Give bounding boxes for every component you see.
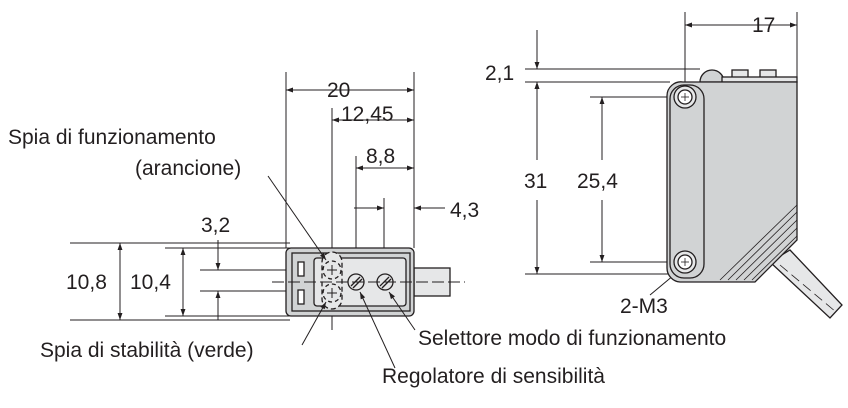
operation-led-color-label: (arancione) [135,157,242,180]
dim-20: 20 [327,79,351,102]
dim-25-4: 25,4 [577,170,618,193]
dim-4-3: 4,3 [450,199,480,222]
dim-10-4: 10,4 [130,271,171,294]
dim-17: 17 [752,14,776,37]
sensor-side-view [666,69,843,319]
screw-label: 2-M3 [620,295,668,318]
dim-10-8: 10,8 [66,271,107,294]
dim-12-45: 12,45 [341,103,394,126]
dim-8-8: 8,8 [366,145,396,168]
operation-led-label: Spia di funzionamento [8,126,216,149]
sensitivity-adjuster-label: Regolatore di sensibilità [382,365,605,388]
dim-3-2: 3,2 [201,214,231,237]
sensor-front-view [285,247,451,317]
mode-selector-label: Selettore modo di funzionamento [418,327,727,350]
dim-31: 31 [524,170,548,193]
dim-2-1: 2,1 [485,62,515,85]
stability-led-label: Spia di stabilità (verde) [40,339,254,362]
